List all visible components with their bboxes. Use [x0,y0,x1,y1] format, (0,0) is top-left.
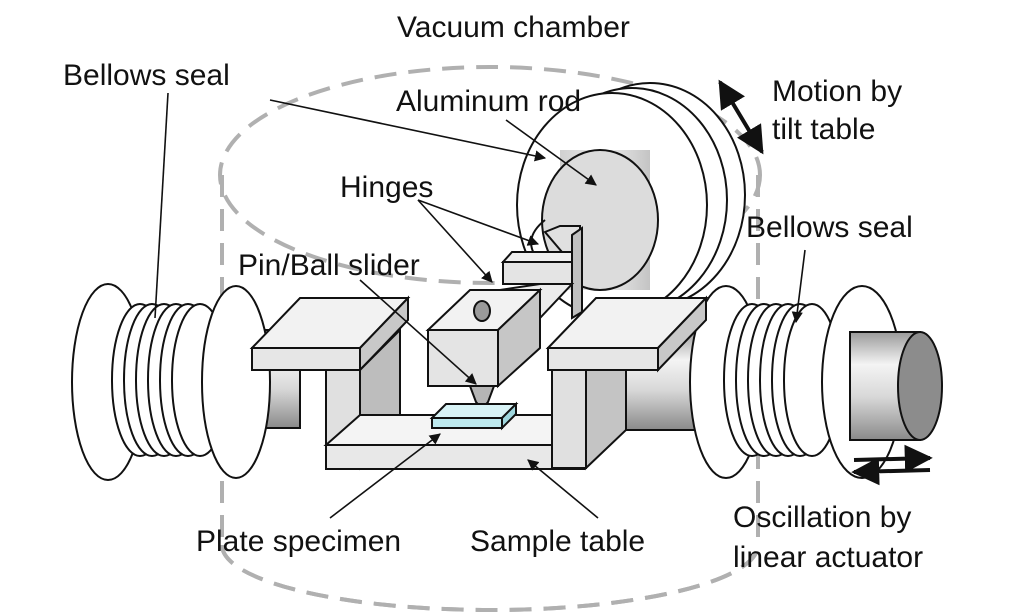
left-bellows [71,283,271,481]
motion-label-line1: Motion by [772,75,903,108]
pin-ball-slider-label: Pin/Ball slider [238,249,420,282]
vacuum-chamber-label: Vacuum chamber [397,11,630,44]
bellows-seal-left-label: Bellows seal [63,59,230,92]
plate-specimen [429,401,519,431]
motion-label-line2: tilt table [772,113,876,146]
bellows-seal-right-label: Bellows seal [746,211,913,244]
plate-specimen-label: Plate specimen [196,525,402,558]
vacuum-chamber-front [220,544,760,612]
aluminum-rod-label: Aluminum rod [396,85,582,118]
oscillation-arrows [851,444,933,486]
sample-table [249,295,709,471]
slider-arm [425,225,583,407]
sample-table-label: Sample table [470,525,646,558]
oscillation-label-line1: Oscillation by [733,501,912,534]
right-shaft-endcap [897,331,943,441]
leader-lines [154,92,806,519]
oscillation-label-line2: linear actuator [733,541,924,574]
hinges-label: Hinges [340,171,434,204]
tilt-motion-arrow [718,79,764,155]
